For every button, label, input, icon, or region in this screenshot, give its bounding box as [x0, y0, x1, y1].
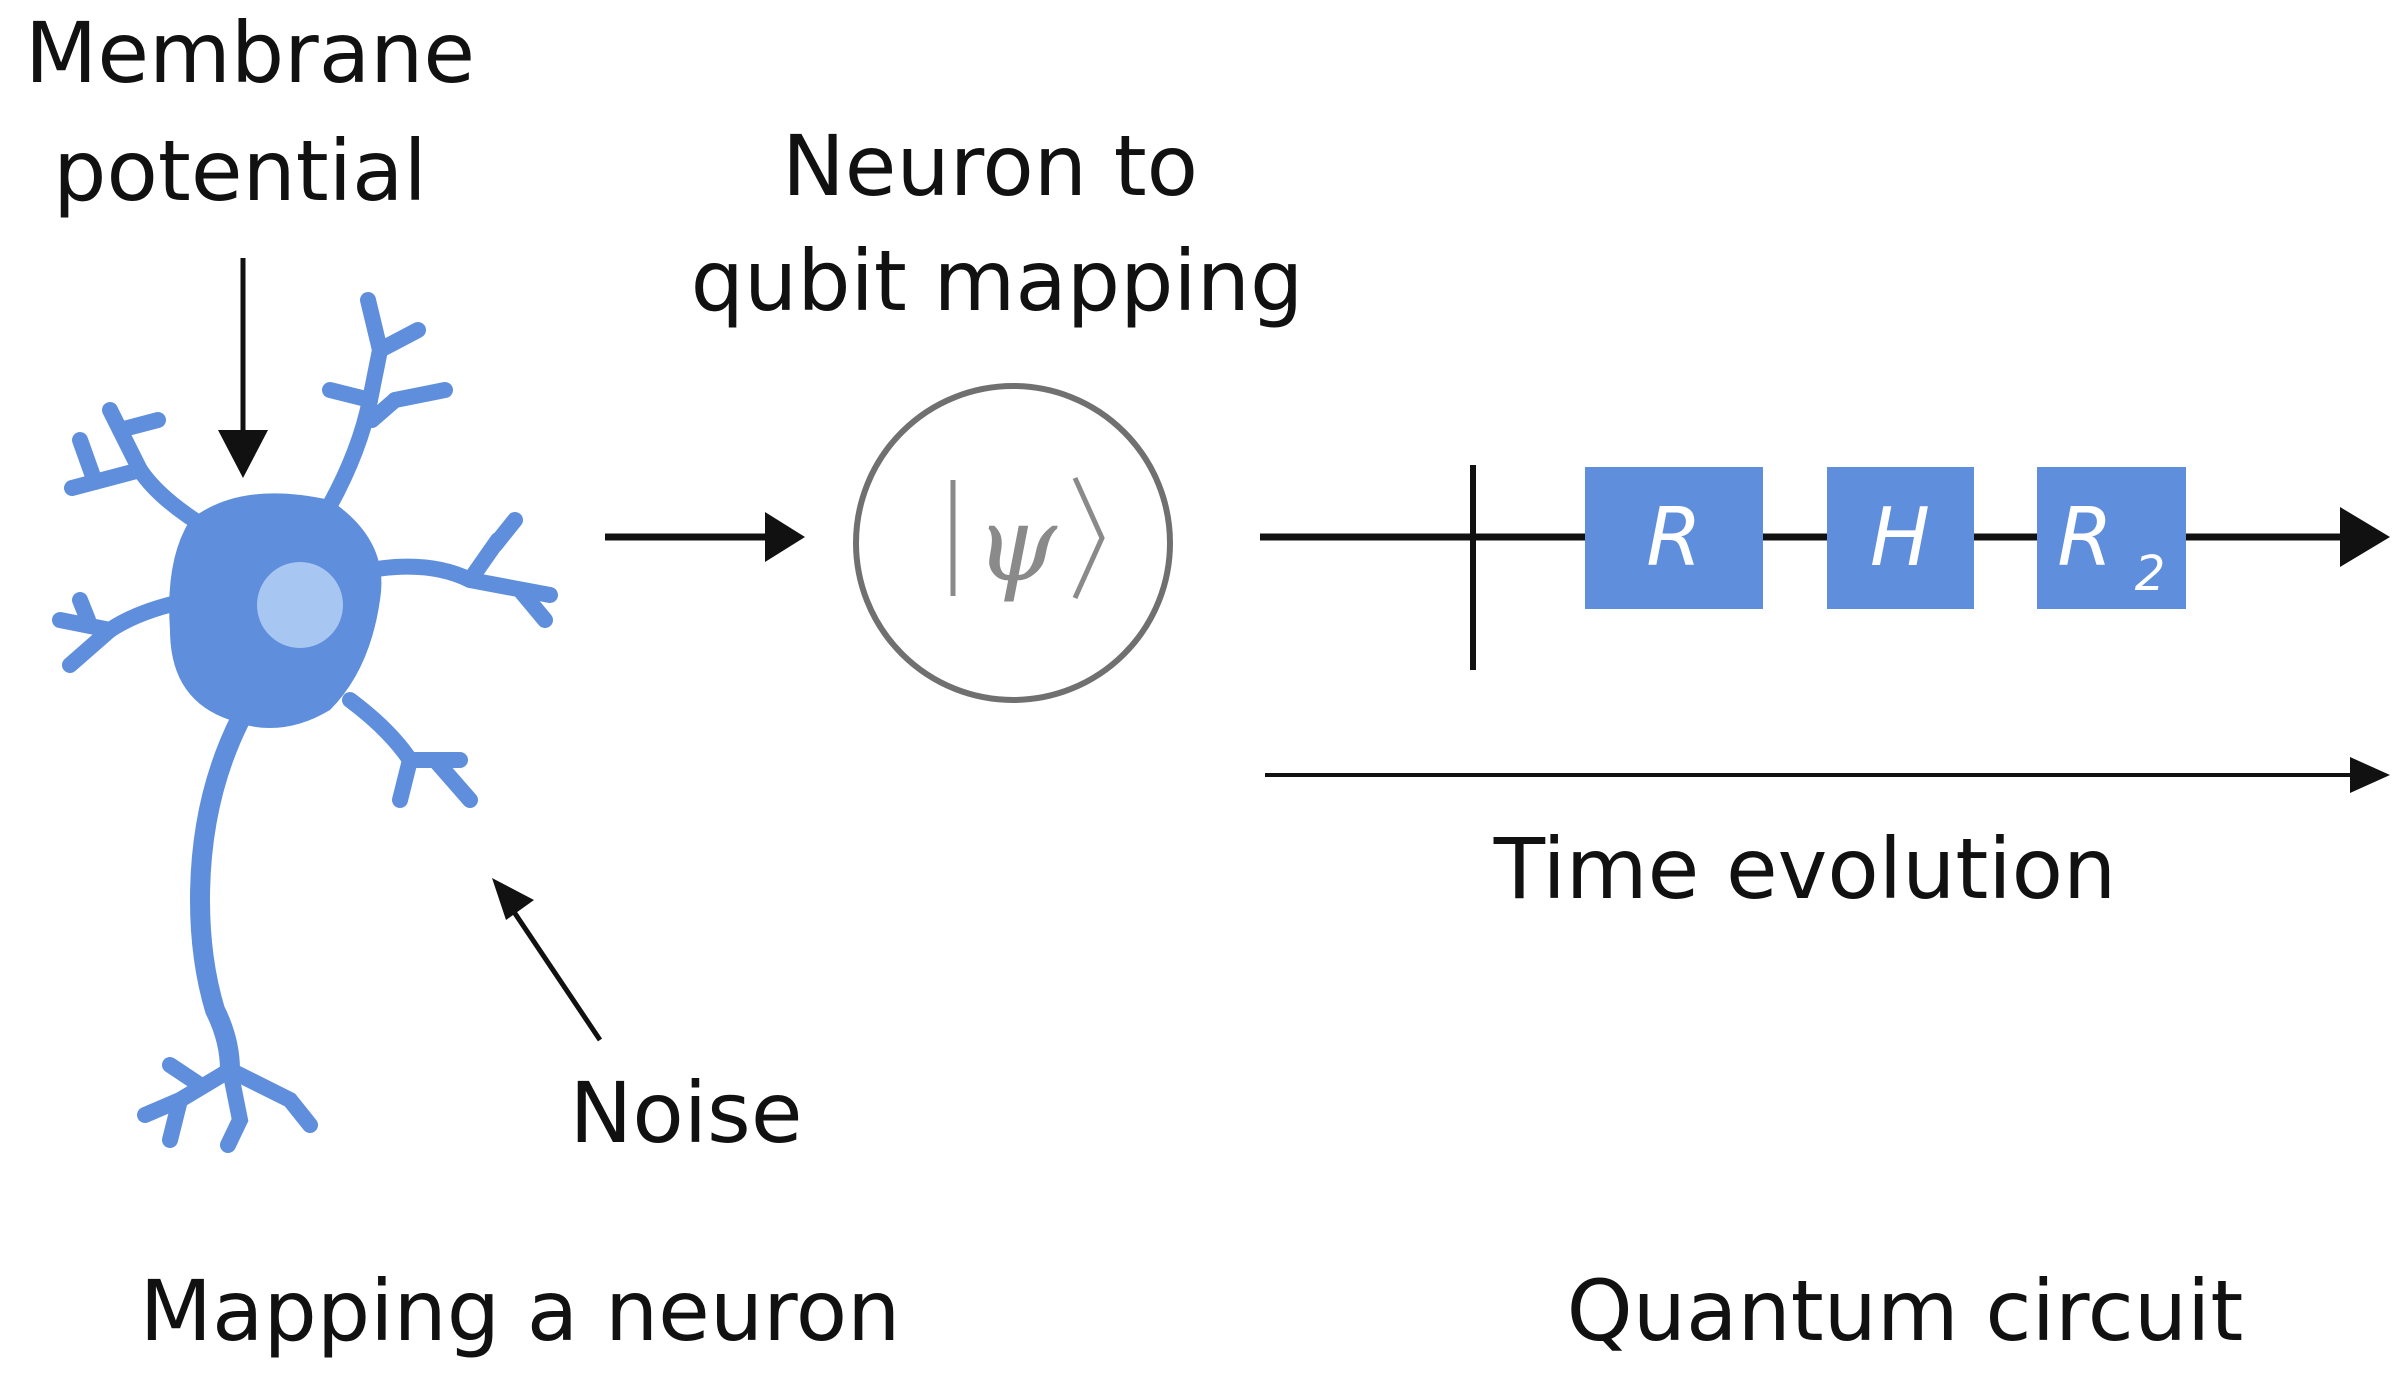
noise-arrow: [492, 878, 603, 1042]
neuron-icon: [52, 292, 558, 1153]
time-evolution-label: Time evolution: [1493, 820, 2117, 918]
psi-symbol: ψ: [975, 483, 1058, 605]
gate-r-label: R: [1646, 491, 1702, 584]
circuit-wire: [1260, 465, 2390, 670]
caption-quantum-circuit: Quantum circuit: [1567, 1262, 2244, 1360]
time-evolution-arrow: [1265, 757, 2390, 793]
gate-h-label: H: [1870, 491, 1930, 584]
membrane-arrow: [218, 258, 268, 478]
ket-angle: [1072, 476, 1105, 600]
gate-r2-label: R: [2057, 491, 2113, 584]
membrane-label-line1: Membrane: [25, 4, 475, 102]
membrane-label-line2: potential: [53, 122, 427, 220]
nucleus: [257, 562, 343, 648]
caption-mapping-neuron: Mapping a neuron: [140, 1262, 901, 1360]
gate-h: H: [1827, 467, 1974, 609]
qubit-circle: [853, 383, 1173, 703]
mapping-label-line2: qubit mapping: [691, 232, 1304, 330]
mapping-label-line1: Neuron to: [782, 117, 1198, 215]
gate-r2-subscript: 2: [2135, 546, 2166, 602]
neuron-to-qubit-arrow: [605, 512, 805, 562]
gate-r: R: [1585, 467, 1763, 609]
noise-label: Noise: [569, 1064, 802, 1162]
qubit-state: ψ: [853, 383, 1173, 703]
gate-r2: R 2: [2037, 467, 2186, 609]
